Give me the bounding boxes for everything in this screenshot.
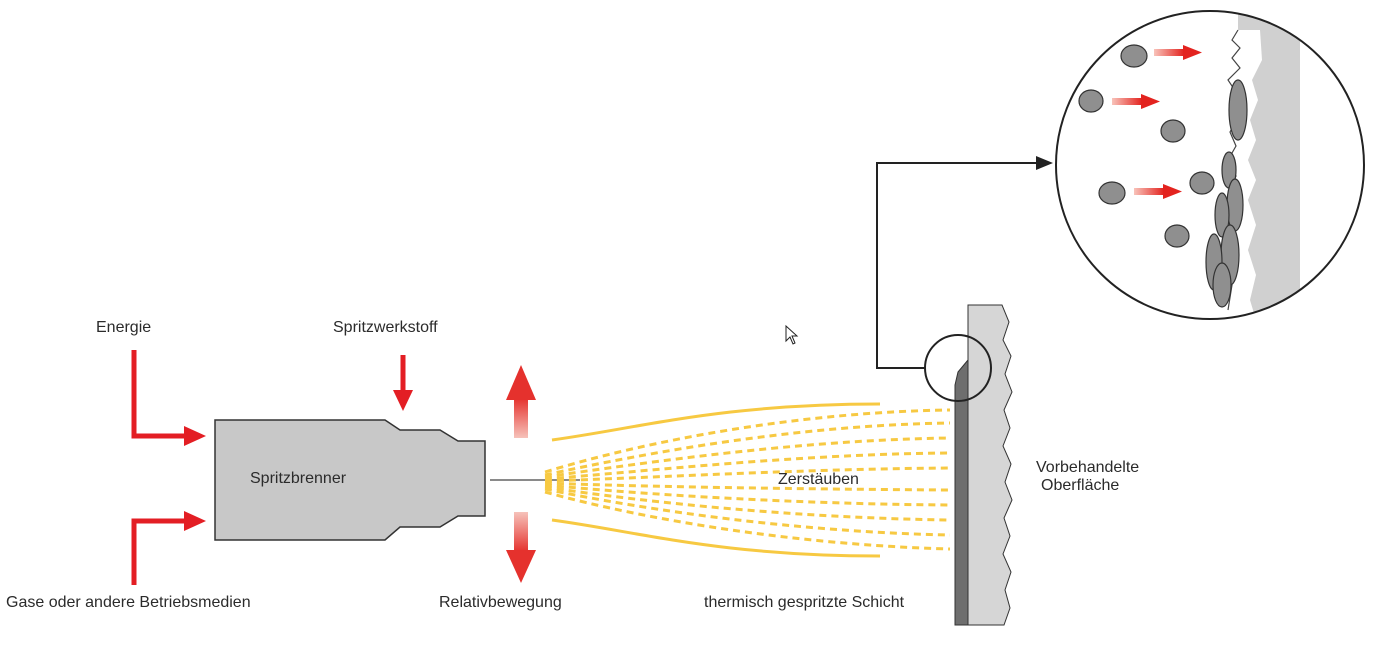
label-energie: Energie [96,319,152,336]
label-oberflaeche: Vorbehandelte Oberfläche [1036,459,1156,495]
zoom-detail [1055,10,1365,320]
pretreated-substrate [967,304,1013,626]
label-spritzwerkstoff: Spritzwerkstoff [333,319,438,336]
impact-arrows [1112,45,1202,199]
label-zerstaeuben: Zerstäuben [778,471,859,488]
gas-arrow [131,511,206,585]
deposited-splats [1205,79,1248,308]
energy-arrow [131,350,206,446]
detail-connector [876,156,1053,402]
flying-particles [1078,44,1215,248]
spray-jet [544,402,951,558]
label-gase: Gase oder andere Betriebsmedien [6,594,251,611]
label-schicht: thermisch gespritzte Schicht [704,594,905,611]
spray-burner [214,419,486,541]
mouse-pointer-icon [785,324,799,345]
sprayed-coating-layer [954,358,969,626]
zoom-substrate [1238,11,1300,319]
label-oberflaeche-line1: Vorbehandelte [1036,459,1140,476]
spray-material-arrow [393,355,413,411]
label-relativbewegung: Relativbewegung [439,594,562,611]
label-oberflaeche-line2: Oberfläche [1041,477,1120,494]
relative-motion-down-arrow [506,512,536,583]
label-spritzbrenner: Spritzbrenner [250,470,347,487]
relative-motion-up-arrow [506,365,536,438]
